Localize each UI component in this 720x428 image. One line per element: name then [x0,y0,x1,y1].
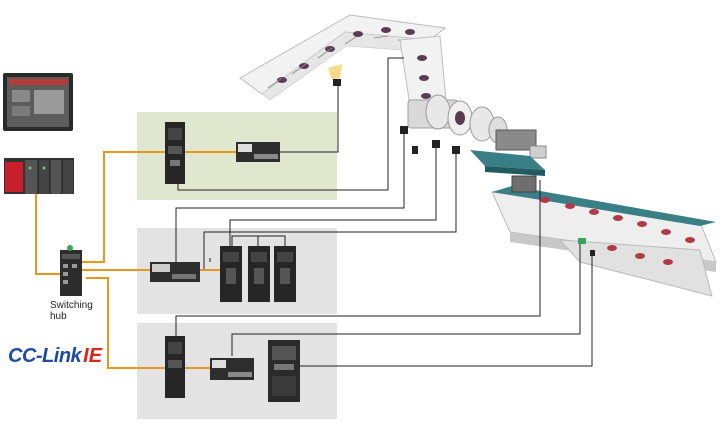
servo-amplifier-icon [248,246,270,302]
servo-amplifier-icon [274,246,296,302]
io-module-icon [236,142,280,162]
printing-press-icon [239,14,547,159]
servo-amplifier-icon [220,246,242,302]
logo-cc-link: CC-Link [8,345,82,367]
hmi-panel-icon [3,73,73,131]
logo-ie: IE [83,345,103,367]
switching-hub-label-line2: hub [50,311,67,322]
plc-rack-icon [4,158,74,194]
inverter-icon [268,340,300,402]
sensor-icon [333,79,341,86]
switching-hub-label: Switching hub [50,300,93,322]
motion-controller-icon [150,262,200,282]
switching-hub-icon [60,245,82,296]
conveyor-icon [470,150,717,297]
switching-hub-label-line1: Switching [50,300,93,311]
io-module-icon [210,358,254,380]
motion-controller-icon [165,122,185,184]
motion-controller-icon [165,336,185,398]
